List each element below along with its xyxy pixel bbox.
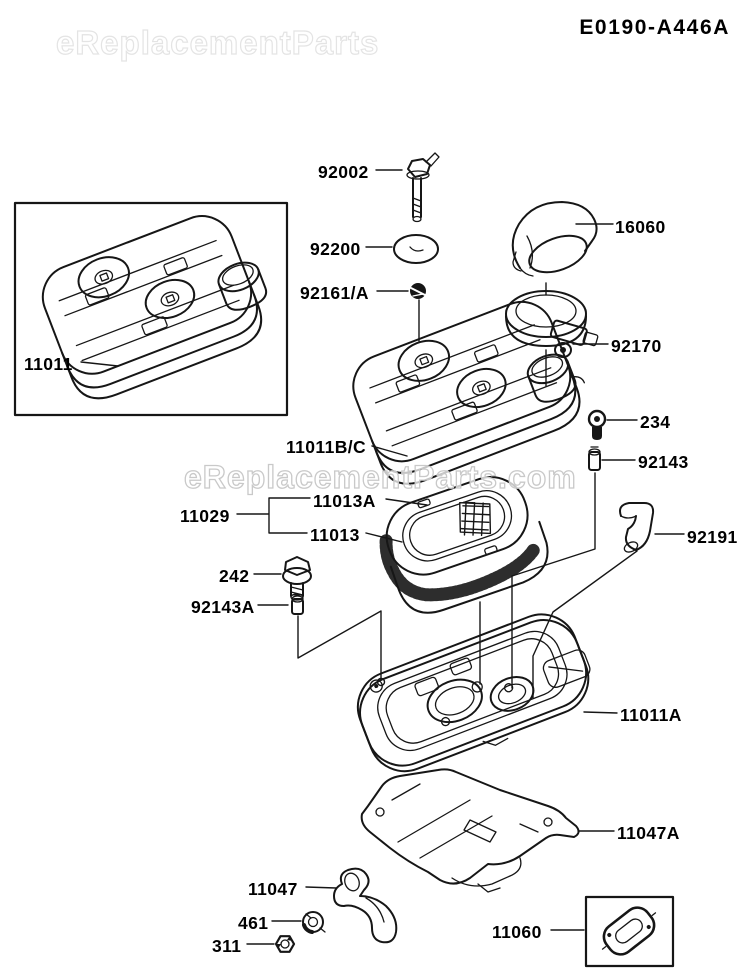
part-drawing-92170 [505,290,599,358]
part-label-92143a: 92143A [191,597,255,617]
part-drawing-11047 [333,867,398,944]
part-drawing-92002 [406,152,440,223]
watermark-top: eReplacementParts [56,24,379,61]
part-label-11011: 11011 [24,354,73,374]
part-label-11047: 11047 [248,879,298,899]
part-drawing-16060 [511,201,598,277]
part-label-92002: 92002 [318,162,369,182]
part-drawing-242 [282,556,312,601]
part-drawing-461 [302,911,326,934]
part-drawing-92143 [588,446,601,471]
part-drawing-92191 [619,502,655,553]
part-drawing-311 [274,935,296,953]
part-label-92191: 92191 [687,527,738,547]
part-label-242: 242 [219,566,249,586]
part-label-11011a: 11011A [620,705,682,725]
part-drawing-11011a [356,613,591,773]
reference-box-11060 [584,895,675,968]
part-label-311: 311 [212,936,241,956]
labels-layer: E0190-A446A 92002 92200 92161/A 11011 16… [24,16,738,956]
part-drawing-11011 [41,215,268,400]
part-label-11029: 11029 [180,506,230,526]
part-drawing-11013 [379,476,549,614]
part-label-92143: 92143 [638,452,689,472]
part-drawing-11060 [601,906,657,956]
part-label-11047a: 11047A [617,823,680,843]
part-label-11013a: 11013A [313,491,376,511]
watermark-middle: eReplacementParts.com [184,459,577,495]
part-label-234: 234 [640,412,670,432]
part-label-461: 461 [238,913,268,933]
part-label-11011bc: 11011B/C [286,437,366,457]
part-drawing-234 [587,409,607,440]
part-label-92161a: 92161/A [300,283,369,303]
part-drawing-11047a [360,768,580,893]
part-label-92200: 92200 [310,239,361,259]
part-drawing-92200 [393,234,439,264]
part-drawing-92143a [291,594,304,615]
part-label-16060: 16060 [615,217,666,237]
part-label-92170: 92170 [611,336,662,356]
part-label-11060: 11060 [492,922,542,942]
part-drawing-92161a [410,283,426,299]
diagram-linework [13,152,685,968]
filter-hatch-patch [459,501,492,537]
reference-box-11011 [13,201,289,417]
diagram-code: E0190-A446A [579,16,730,39]
part-label-11013: 11013 [310,525,360,545]
leader-lines [80,169,685,945]
